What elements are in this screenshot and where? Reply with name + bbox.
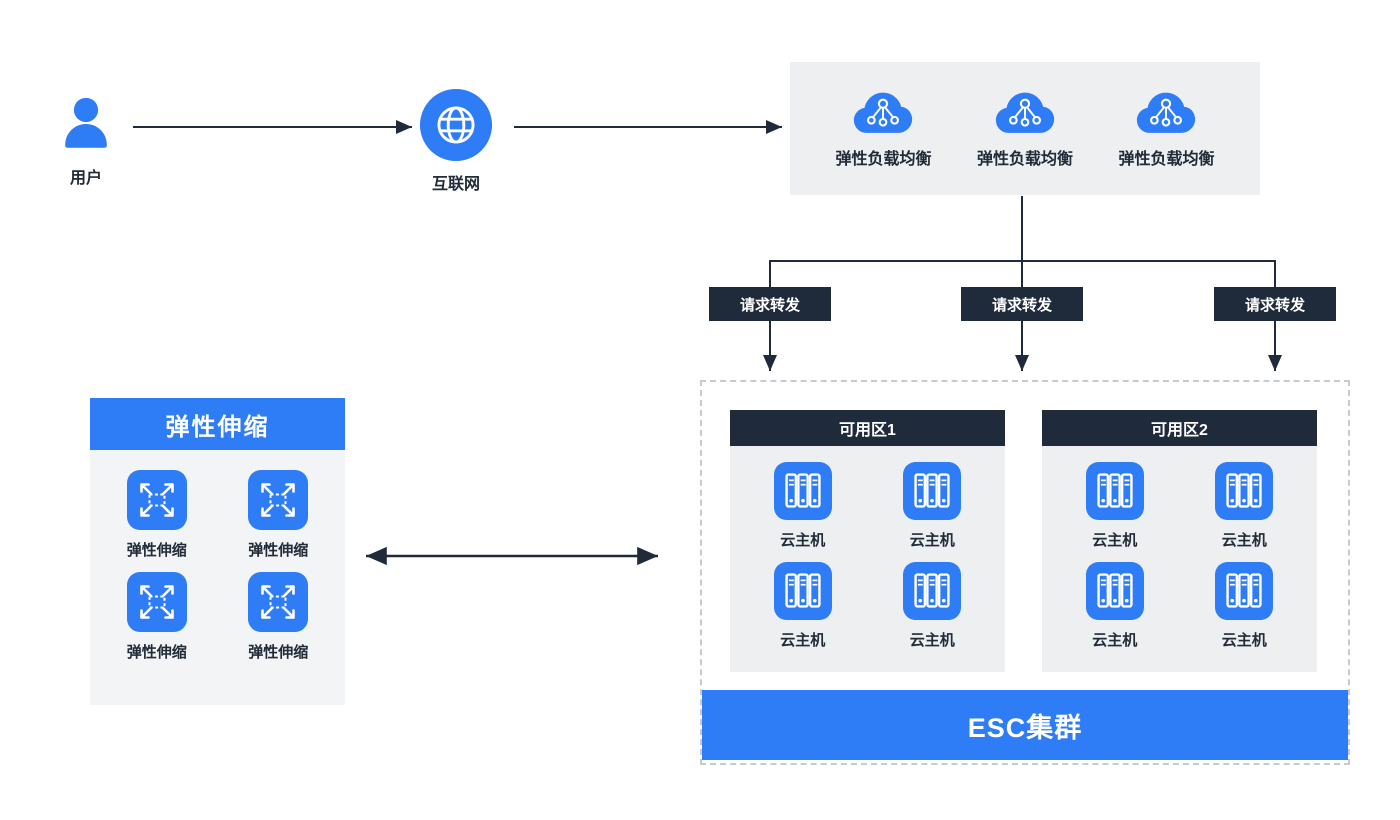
- cloud-host: 云主机: [1180, 462, 1310, 550]
- cloud-host-label: 云主机: [1092, 632, 1138, 649]
- scaling-item: 弹性伸缩: [218, 470, 340, 560]
- load-balancer-cloud-icon: [992, 88, 1058, 137]
- cloud-host: 云主机: [1180, 562, 1310, 650]
- load-balancer-cloud-icon: [850, 88, 916, 137]
- cloud-host-label: 云主机: [780, 632, 826, 649]
- cloud-host-icon: [903, 562, 961, 620]
- user-icon: [65, 97, 107, 148]
- elb-label: 弹性负载均衡: [1118, 151, 1215, 168]
- zone-body: 云主机 云主机 云主机 云主机: [1042, 446, 1317, 672]
- cloud-host: 云主机: [1050, 562, 1180, 650]
- cloud-host: 云主机: [738, 462, 868, 550]
- cloud-host-icon: [1086, 562, 1144, 620]
- cloud-host: 云主机: [868, 462, 998, 550]
- cloud-host-label: 云主机: [1092, 532, 1138, 549]
- scaling-item-label: 弹性伸缩: [126, 644, 187, 661]
- esc-cluster-banner: ESC集群: [702, 690, 1348, 760]
- elb-item: 弹性负载均衡: [1118, 88, 1215, 169]
- elb-label: 弹性负载均衡: [835, 151, 932, 168]
- cloud-host: 云主机: [1050, 462, 1180, 550]
- cloud-host-icon: [1215, 562, 1273, 620]
- zone-title: 可用区1: [730, 410, 1005, 446]
- elastic-scaling-box: 弹性伸缩 弹性伸缩 弹性伸缩 弹性伸缩 弹性伸缩: [90, 398, 345, 705]
- cloud-host-label: 云主机: [1221, 632, 1267, 649]
- cloud-host-icon: [1086, 462, 1144, 520]
- elastic-scaling-title: 弹性伸缩: [90, 398, 345, 450]
- scale-out-icon: [248, 572, 308, 632]
- elb-item: 弹性负载均衡: [835, 88, 932, 169]
- internet-node: 互联网: [404, 88, 508, 194]
- cloud-host: 云主机: [738, 562, 868, 650]
- internet-globe-icon: [419, 88, 493, 162]
- scaling-item-label: 弹性伸缩: [248, 542, 309, 559]
- cloud-host-label: 云主机: [1221, 532, 1267, 549]
- scaling-item-label: 弹性伸缩: [248, 644, 309, 661]
- cloud-host-label: 云主机: [909, 632, 955, 649]
- cloud-host-icon: [1215, 462, 1273, 520]
- zone-body: 云主机 云主机 云主机 云主机: [730, 446, 1005, 672]
- request-forward-badge: 请求转发: [961, 287, 1083, 321]
- availability-zone-2: 可用区2 云主机 云主机 云主机 云主机: [1042, 410, 1317, 672]
- cloud-host: 云主机: [868, 562, 998, 650]
- load-balancer-cloud-icon: [1133, 88, 1199, 137]
- scaling-item: 弹性伸缩: [218, 572, 340, 662]
- user-label: 用户: [69, 170, 102, 187]
- internet-label: 互联网: [431, 176, 480, 193]
- cloud-host-icon: [774, 462, 832, 520]
- elb-panel: 弹性负载均衡 弹性负载均衡 弹性负载均衡: [790, 62, 1260, 195]
- cloud-host-icon: [903, 462, 961, 520]
- user-node: 用户: [40, 94, 132, 188]
- elb-label: 弹性负载均衡: [976, 151, 1073, 168]
- scale-out-icon: [248, 470, 308, 530]
- cloud-host-label: 云主机: [909, 532, 955, 549]
- request-forward-badge: 请求转发: [709, 287, 831, 321]
- cloud-host-label: 云主机: [780, 532, 826, 549]
- scale-out-icon: [127, 572, 187, 632]
- scaling-item: 弹性伸缩: [96, 470, 218, 560]
- request-forward-badge: 请求转发: [1214, 287, 1336, 321]
- scaling-item-label: 弹性伸缩: [126, 542, 187, 559]
- availability-zone-1: 可用区1 云主机 云主机 云主机 云主机: [730, 410, 1005, 672]
- cloud-host-icon: [774, 562, 832, 620]
- esc-cluster-box: 可用区1 云主机 云主机 云主机 云主机: [700, 380, 1350, 765]
- scale-out-icon: [127, 470, 187, 530]
- elb-item: 弹性负载均衡: [977, 88, 1073, 169]
- zone-title: 可用区2: [1042, 410, 1317, 446]
- scaling-item: 弹性伸缩: [96, 572, 218, 662]
- elastic-scaling-body: 弹性伸缩 弹性伸缩 弹性伸缩 弹性伸缩: [90, 450, 345, 705]
